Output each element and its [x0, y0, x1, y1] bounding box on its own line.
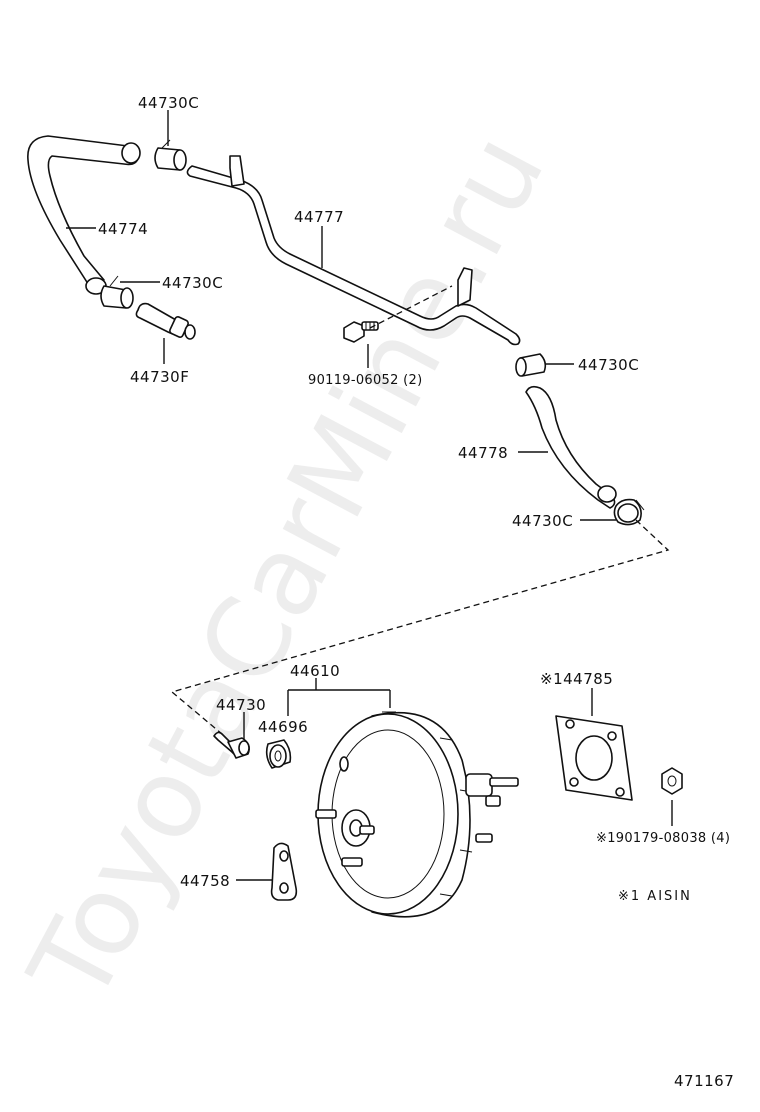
gasket-144785 [555, 715, 633, 801]
vacuum-pipe-44777 [186, 155, 521, 346]
label-clamp-right-top: 44730C [578, 356, 639, 374]
label-hose-44774: 44774 [98, 220, 148, 238]
hose-clamp-mid-left [100, 275, 134, 309]
bracket-44758 [270, 842, 298, 901]
label-booster-assy: 44610 [290, 662, 340, 680]
label-hose-44778: 44778 [458, 444, 508, 462]
vacuum-hose-44774 [27, 135, 141, 295]
hose-clamp-right-bottom [613, 498, 645, 526]
dashed-connection-lines [170, 285, 670, 735]
bolt-90119-06052 [343, 321, 379, 343]
label-union-44730: 44730 [216, 696, 266, 714]
label-clamp-mid-left: 44730C [162, 274, 223, 292]
grommet-44696 [265, 739, 292, 769]
label-gasket: ※144785 [540, 670, 613, 688]
vacuum-hose-44778 [525, 385, 617, 509]
nut-190179-08038 [661, 767, 683, 795]
hose-clamp-right-top [515, 353, 547, 377]
label-clamp-top: 44730C [138, 94, 199, 112]
label-diagram-number: 471167 [674, 1072, 734, 1090]
hose-clamp-top [154, 139, 187, 171]
label-pipe-44777: 44777 [294, 208, 344, 226]
label-clamp-right-bottom: 44730C [512, 512, 573, 530]
leader-lines [66, 110, 673, 881]
label-note-aisin: ※1 AISIN [618, 889, 692, 904]
label-check-valve: 44730F [130, 368, 189, 386]
label-grommet-44696: 44696 [258, 718, 308, 736]
label-bolt: 90119-06052 (2) [308, 373, 422, 388]
label-bracket-44758: 44758 [180, 872, 230, 890]
check-valve-44730f [135, 302, 196, 340]
label-nut: ※190179-08038 (4) [596, 831, 730, 846]
brake-booster-44610 [315, 711, 519, 918]
vacuum-union-44730 [213, 731, 250, 759]
